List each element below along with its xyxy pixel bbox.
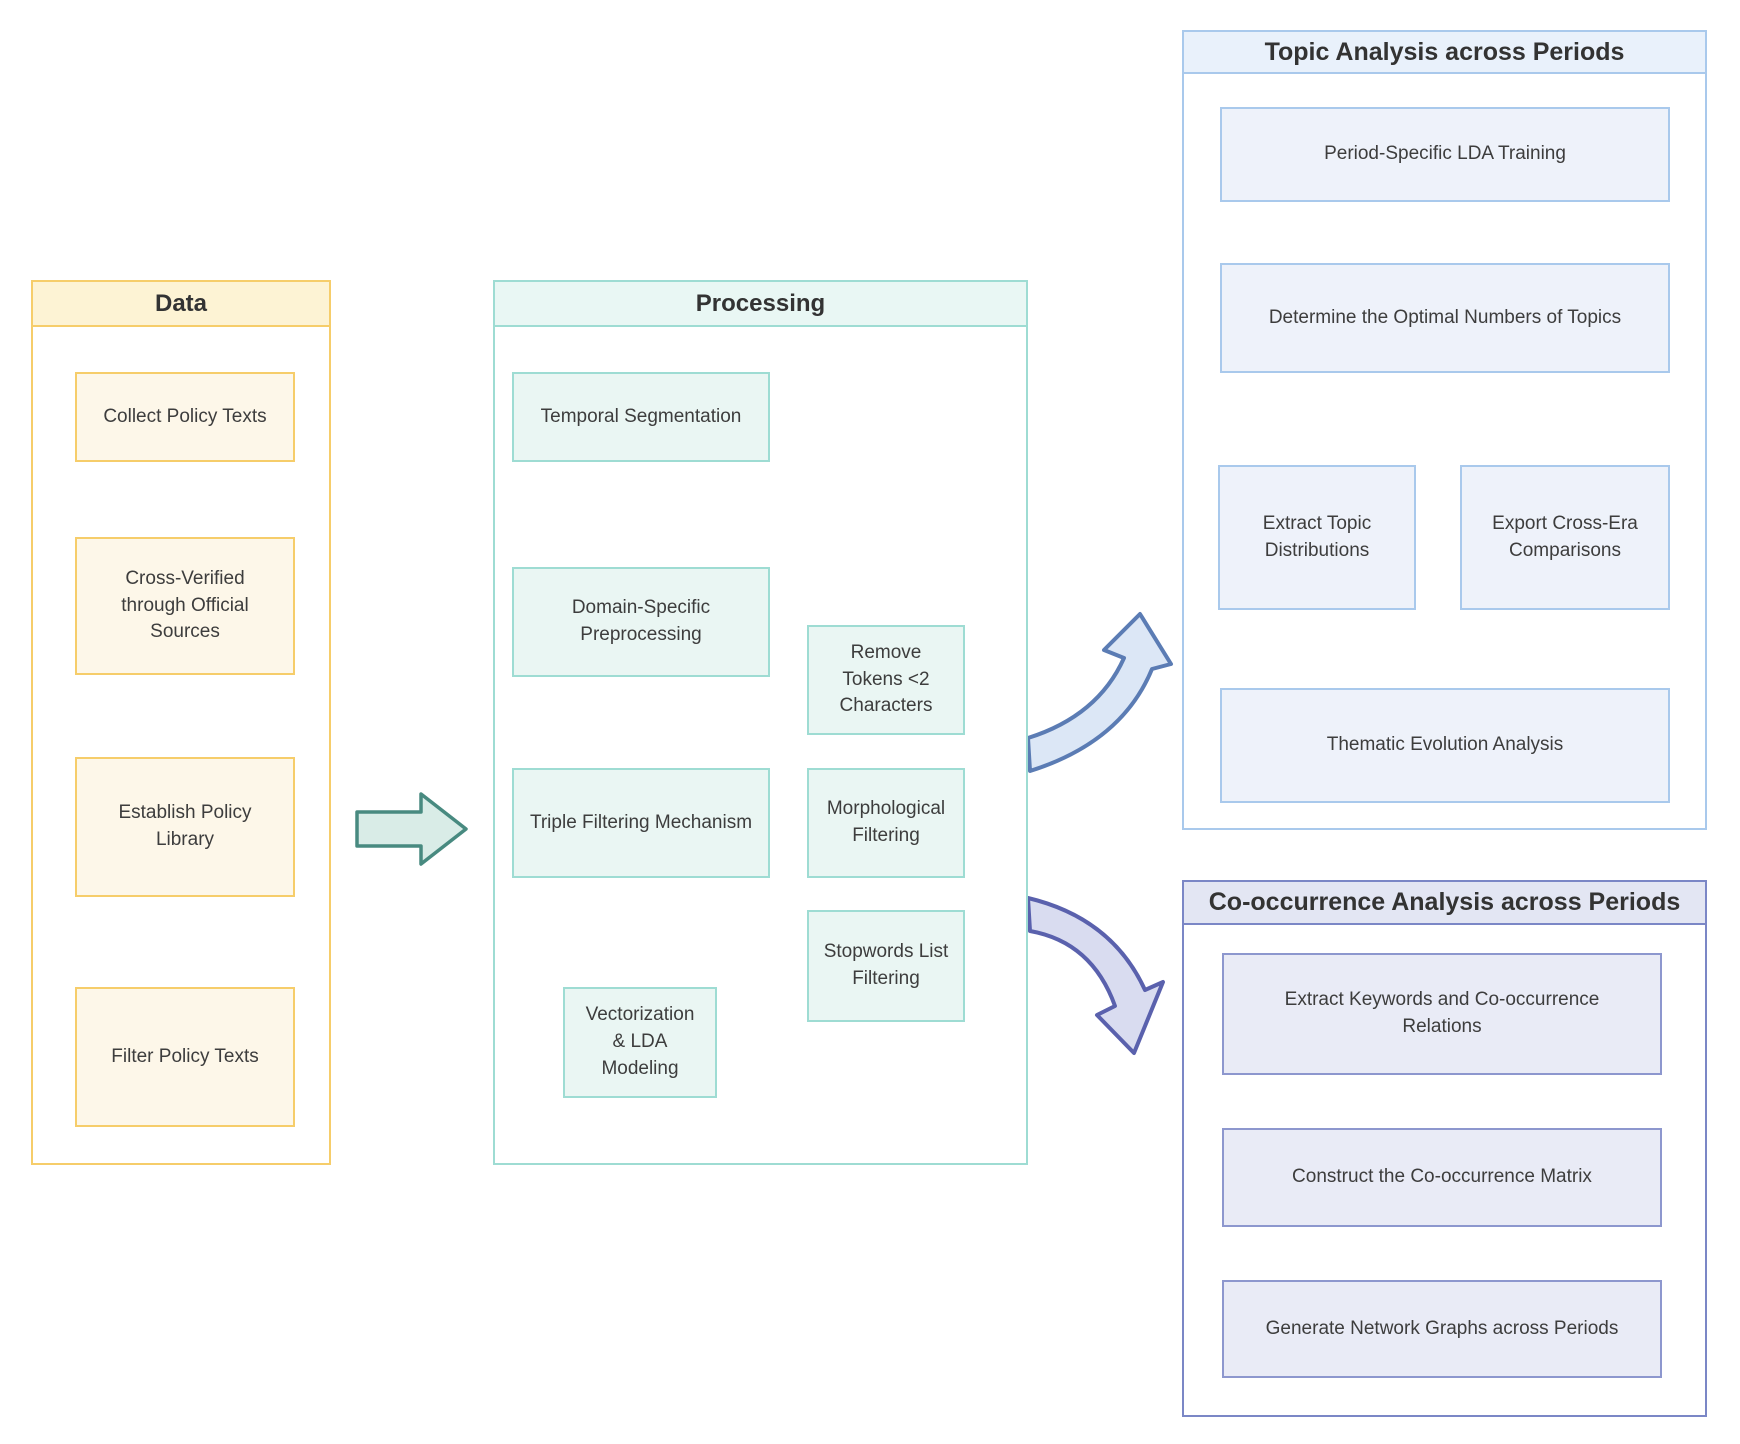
- curved-arrow-processing-to-cooccurrence-icon: [1026, 896, 1165, 1055]
- flow-node-filter-policy-texts: Filter Policy Texts: [75, 987, 295, 1127]
- flow-node-morphological-filtering: Morphological Filtering: [807, 768, 965, 878]
- topic-analysis-panel-title: Topic Analysis across Periods: [1264, 37, 1625, 66]
- flow-node-remove-short-tokens: Remove Tokens <2 Characters: [807, 625, 965, 735]
- flow-node-extract-topic-distributions: Extract Topic Distributions: [1218, 465, 1416, 610]
- flow-node-thematic-evolution-analysis: Thematic Evolution Analysis: [1220, 688, 1670, 803]
- curved-arrow-processing-to-topic-icon: [1026, 612, 1173, 773]
- flow-node-period-specific-lda-training: Period-Specific LDA Training: [1220, 107, 1670, 202]
- flow-node-vectorization-lda-modeling: Vectorization & LDA Modeling: [563, 987, 717, 1098]
- flow-node-establish-policy-library: Establish Policy Library: [75, 757, 295, 897]
- flow-node-cross-verified: Cross-Verified through Official Sources: [75, 537, 295, 675]
- processing-panel-title: Processing: [695, 289, 826, 317]
- data-panel-header: Data: [33, 282, 329, 327]
- flow-node-determine-optimal-topics: Determine the Optimal Numbers of Topics: [1220, 263, 1670, 373]
- processing-panel-header: Processing: [495, 282, 1026, 327]
- flow-node-temporal-segmentation: Temporal Segmentation: [512, 372, 770, 462]
- flow-node-domain-specific-preprocessing: Domain-Specific Preprocessing: [512, 567, 770, 677]
- data-panel-title: Data: [154, 289, 208, 317]
- topic-analysis-panel-header: Topic Analysis across Periods: [1184, 32, 1705, 74]
- flow-node-construct-cooccurrence-matrix: Construct the Co-occurrence Matrix: [1222, 1128, 1662, 1227]
- flow-node-extract-keywords-cooccurrence: Extract Keywords and Co-occurrence Relat…: [1222, 953, 1662, 1075]
- cooccurrence-analysis-panel-title: Co-occurrence Analysis across Periods: [1208, 888, 1681, 916]
- flow-node-triple-filtering-mechanism: Triple Filtering Mechanism: [512, 768, 770, 878]
- flow-node-collect-policy-texts: Collect Policy Texts: [75, 372, 295, 462]
- block-arrow-data-to-processing-icon: [355, 792, 468, 866]
- flow-node-stopwords-list-filtering: Stopwords List Filtering: [807, 910, 965, 1022]
- flow-node-export-cross-era-comparisons: Export Cross-Era Comparisons: [1460, 465, 1670, 610]
- cooccurrence-analysis-panel-header: Co-occurrence Analysis across Periods: [1184, 882, 1705, 925]
- flow-node-generate-network-graphs: Generate Network Graphs across Periods: [1222, 1280, 1662, 1378]
